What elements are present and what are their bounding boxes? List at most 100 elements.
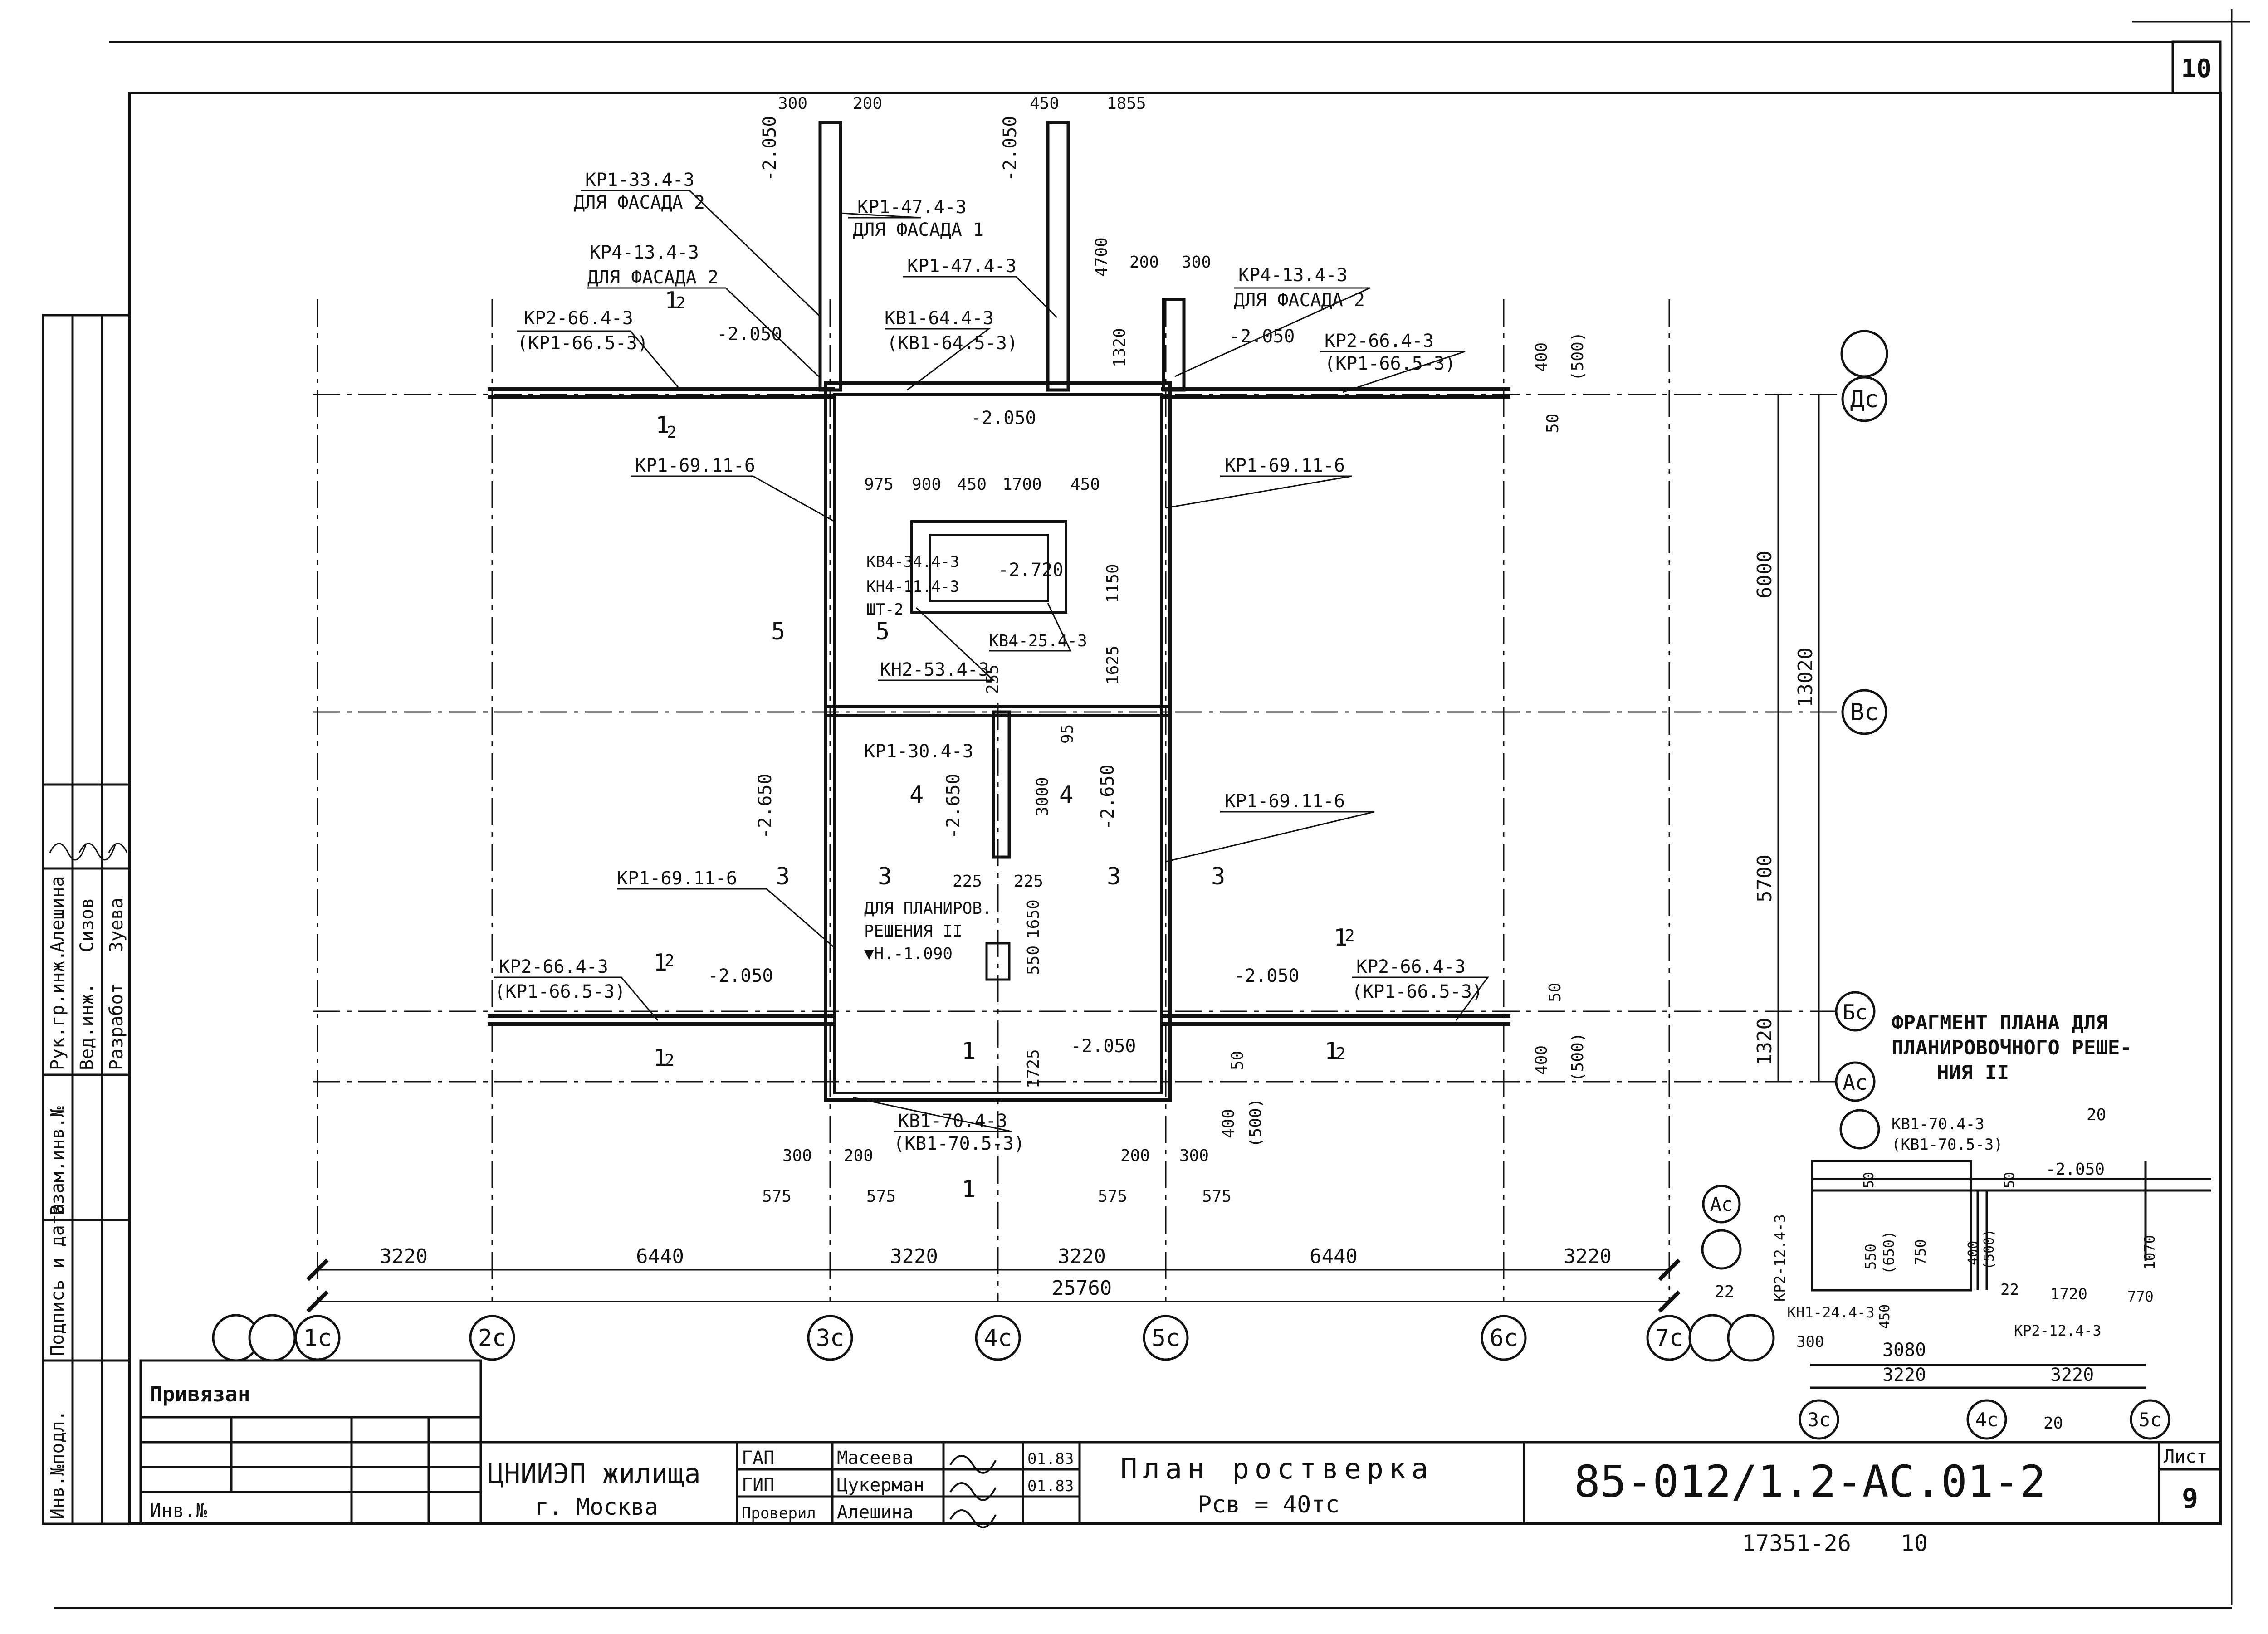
axis-ac: Ас bbox=[1843, 1070, 1867, 1095]
label-kr1-66-tr: (КР1-66.5-3) bbox=[1325, 353, 1456, 374]
level-v3: -2.650 bbox=[755, 774, 776, 839]
sd-3000: 3000 bbox=[1033, 777, 1052, 816]
mark-1-bottom-l: 1 bbox=[653, 1044, 667, 1072]
mark-2-bottom-r: 2 bbox=[1336, 1044, 1346, 1063]
label-kb1-64: КВ1-64.4-3 bbox=[885, 308, 994, 329]
sd-575-r2: 575 bbox=[1202, 1187, 1232, 1206]
label-kr2-66-tr: КР2-66.4-3 bbox=[1325, 331, 1434, 351]
axis-3c: 3с bbox=[816, 1325, 845, 1352]
fragment-dim-3220-b: 3220 bbox=[2050, 1365, 2094, 1385]
level-marks: -2.050 -2.050 -2.050 -2.720 -2.050 -2.05… bbox=[708, 116, 1300, 1057]
sd-450-m2: 450 bbox=[1070, 475, 1100, 494]
sd-300-l: 300 bbox=[782, 1146, 812, 1165]
mark-4-l: 4 bbox=[909, 781, 924, 809]
dim-2: 6440 bbox=[636, 1245, 684, 1268]
drawing-title: План ростверка bbox=[1120, 1452, 1434, 1485]
archive-number: 17351-26 bbox=[1742, 1530, 1851, 1556]
level-tl: -2.050 bbox=[717, 324, 782, 345]
fragment-dim-450: 450 bbox=[1877, 1304, 1893, 1329]
sd-50-b: 50 bbox=[1228, 1051, 1247, 1070]
fragment-dim-550: 550 bbox=[1862, 1244, 1879, 1270]
stamp-side-2: Подпись и дата bbox=[47, 1203, 68, 1356]
label-kr1-69-r1: КР1-69.11-6 bbox=[1225, 455, 1345, 476]
fragment-mark-20-bottom: 20 bbox=[2043, 1414, 2063, 1433]
fragment-kb1-70b: (КВ1-70.5-3) bbox=[1892, 1136, 2003, 1154]
mark-5-l: 5 bbox=[771, 618, 785, 645]
stamp-name-2: Сизов bbox=[77, 898, 98, 952]
fragment-kr2-12-b: КР2-12.4-3 bbox=[2014, 1322, 2102, 1339]
mark-2-l: 2 bbox=[667, 423, 677, 442]
sd-1725: 1725 bbox=[1024, 1049, 1043, 1088]
label-kr1-47-b: КР1-47.4-3 bbox=[907, 256, 1017, 277]
mark-3-m: 3 bbox=[878, 863, 892, 890]
title-block bbox=[479, 1441, 2222, 1525]
sd-400-top: 400 bbox=[1532, 342, 1551, 372]
sheet-number: 9 bbox=[2182, 1483, 2198, 1515]
element-labels: КР1-33.4-3 ДЛЯ ФАСАДА 2 КР4-13.4-3 ДЛЯ Ф… bbox=[494, 170, 1483, 1154]
fragment-title-2: ПЛАНИРОВОЧНОГО РЕШЕ- bbox=[1892, 1036, 2132, 1059]
level-v1: -2.050 bbox=[759, 116, 780, 182]
fragment-title-3: НИЯ II bbox=[1937, 1061, 2009, 1084]
title-signatures bbox=[949, 1455, 997, 1528]
axis-bubbles bbox=[212, 330, 1888, 1362]
label-kr1-69-r2: КР1-69.11-6 bbox=[1225, 791, 1345, 812]
label-resh2: РЕШЕНИЯ II bbox=[864, 922, 963, 941]
sd-225-b: 225 bbox=[1014, 872, 1043, 891]
label-kr1-47-a: КР1-47.4-3 bbox=[857, 197, 967, 218]
sd-300-top: 300 bbox=[778, 94, 807, 113]
axis-bc: Бс bbox=[1843, 1000, 1867, 1024]
fragment-dim-1720: 1720 bbox=[2050, 1285, 2087, 1303]
sd-300-r: 300 bbox=[1179, 1146, 1209, 1165]
drawing-subtitle: Рсв = 40тс bbox=[1198, 1491, 1339, 1518]
label-kb4-34: КВ4-34.4-3 bbox=[866, 553, 959, 571]
label-kn2-53: КН2-53.4-3 bbox=[880, 659, 989, 680]
sd-300-b: 300 bbox=[1182, 253, 1211, 272]
left-stamp-text: Рук.гр.инж. Вед.инж. Разработ Алешина Си… bbox=[47, 843, 128, 1519]
approvals-title: Привязан bbox=[150, 1382, 250, 1406]
sd-575-l2: 575 bbox=[866, 1187, 896, 1206]
bottom-dimensions: 3220 6440 3220 3220 6440 3220 25760 bbox=[380, 1245, 1612, 1300]
stamp-signatures bbox=[49, 843, 128, 861]
dim-total: 25760 bbox=[1052, 1277, 1112, 1300]
mark-2-tl: 2 bbox=[676, 294, 686, 312]
sd-975: 975 bbox=[864, 475, 894, 494]
sd-50-top: 50 bbox=[1544, 414, 1562, 433]
fragment-title-1: ФРАГМЕНТ ПЛАНА ДЛЯ bbox=[1892, 1011, 2108, 1034]
sd-1150: 1150 bbox=[1104, 564, 1122, 603]
label-kr1-66-bl: (КР1-66.5-3) bbox=[494, 981, 626, 1002]
left-stamp bbox=[42, 314, 131, 1525]
mark-3-rr: 3 bbox=[1211, 863, 1225, 890]
section-marks: 1 2 1 2 5 5 4 4 3 3 3 3 1 2 1 2 1 2 1 2 … bbox=[653, 287, 1355, 1203]
mark-1-br: 1 bbox=[1334, 924, 1348, 951]
fragment-mark-22-l: 22 bbox=[1715, 1283, 1734, 1301]
sd-500-b: (500) bbox=[1246, 1098, 1265, 1147]
level-v5: -2.650 bbox=[1097, 765, 1118, 830]
fragment-axis-5c: 5с bbox=[2139, 1409, 2162, 1431]
label-kb1-64b: (КВ1-64.5-3) bbox=[887, 333, 1018, 354]
org-city: г. Москва bbox=[535, 1494, 658, 1520]
sd-95: 95 bbox=[1058, 724, 1077, 744]
mark-1-tl: 1 bbox=[665, 287, 679, 314]
fragment-dim-500: (500) bbox=[1981, 1229, 1997, 1270]
label-kr2-66-br: КР2-66.4-3 bbox=[1356, 956, 1466, 977]
person-3: Алешина bbox=[837, 1502, 914, 1523]
label-kr1-69-l1: КР1-69.11-6 bbox=[635, 455, 755, 476]
axis-5c: 5с bbox=[1152, 1325, 1180, 1352]
sd-550: 550 bbox=[1024, 946, 1043, 975]
dim-1: 3220 bbox=[380, 1245, 428, 1268]
label-kb4-25: КВ4-25.4-3 bbox=[989, 632, 1087, 650]
label-kr1-66-br: (КР1-66.5-3) bbox=[1352, 981, 1483, 1002]
sd-200-b: 200 bbox=[1129, 253, 1159, 272]
stamp-role-3: Разработ bbox=[106, 983, 127, 1070]
fragment-dim-300: 300 bbox=[1796, 1333, 1824, 1351]
top-sheet-number: 10 bbox=[2181, 54, 2211, 83]
mark-1-bottom-r: 1 bbox=[1325, 1038, 1339, 1065]
sd-575-r1: 575 bbox=[1098, 1187, 1127, 1206]
mark-1-bl: 1 bbox=[653, 949, 667, 976]
label-kr1-30: КР1-30.4-3 bbox=[864, 741, 973, 762]
sd-450-m: 450 bbox=[957, 475, 987, 494]
sd-50-r: 50 bbox=[1546, 983, 1564, 1002]
approvals-inv: Инв.№ bbox=[150, 1499, 207, 1522]
fragment-kn1-24: КН1-24.4-3 bbox=[1787, 1304, 1875, 1321]
axis-7c: 7с bbox=[1655, 1325, 1684, 1352]
